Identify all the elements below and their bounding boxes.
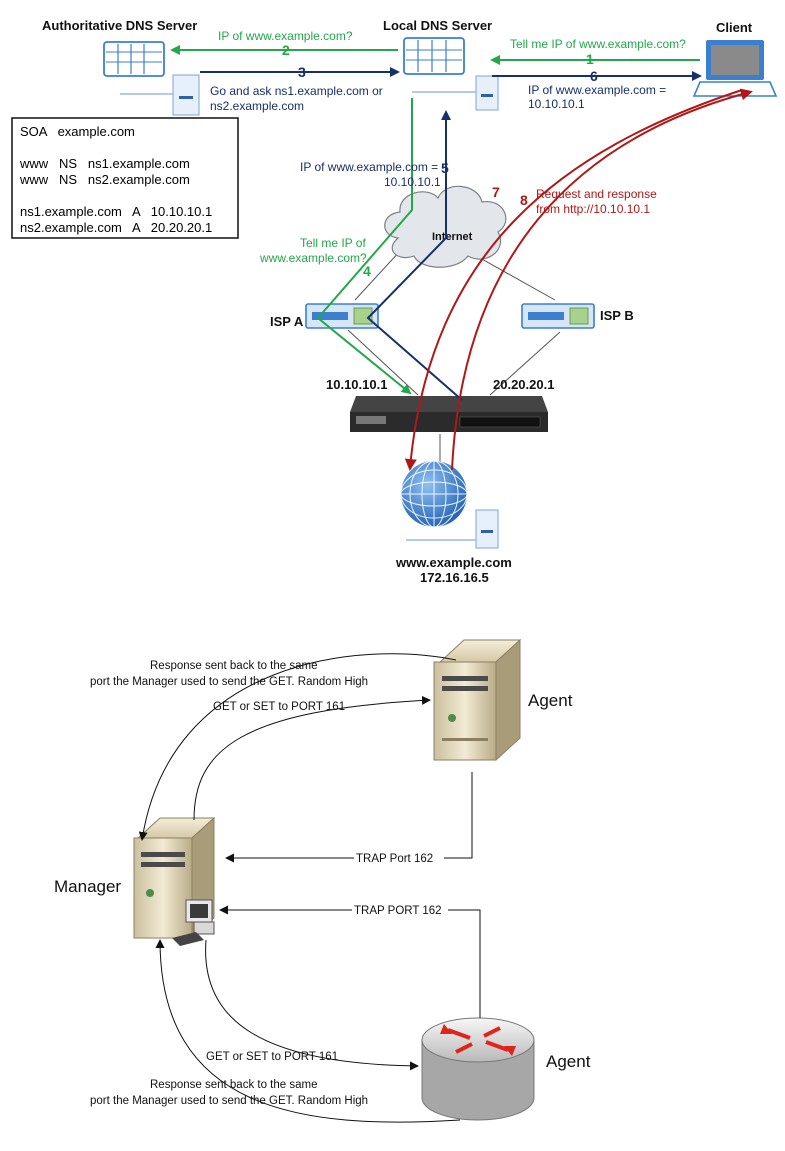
web-server-name: www.example.com: [395, 555, 512, 570]
isp-b-switch-icon: [521, 303, 595, 329]
zone-record-line: www NS ns1.example.com: [19, 156, 190, 171]
response-bottom-line2: port the Manager used to send the GET. R…: [90, 1095, 368, 1107]
trap-bottom-label: TRAP PORT 162: [354, 905, 442, 917]
step7-arrow: [404, 89, 743, 471]
step8-label-line1: Request and response: [536, 187, 657, 201]
step4-arrow: [316, 98, 413, 395]
manager-label: Manager: [54, 877, 121, 896]
web-server-ip: 172.16.16.5: [420, 570, 489, 585]
get-bottom-arrow: [205, 939, 419, 1071]
step7-number: 7: [492, 184, 500, 200]
isp-b-label: ISP B: [600, 308, 634, 323]
client-title: Client: [716, 20, 753, 35]
step5-label-line1: IP of www.example.com =: [300, 160, 438, 174]
zone-record-line: SOA example.com: [20, 124, 135, 139]
ip-a-label: 10.10.10.1: [326, 377, 387, 392]
step8-label-line2: from http://10.10.10.1: [536, 202, 650, 216]
ip-b-label: 20.20.20.1: [493, 377, 554, 392]
step4-label-line2: www.example.com?: [259, 251, 367, 265]
local-dns-title: Local DNS Server: [383, 18, 492, 33]
step1-label: Tell me IP of www.example.com?: [510, 37, 686, 51]
step2-label: IP of www.example.com?: [218, 29, 353, 43]
get-top-arrow: [193, 695, 431, 821]
response-top-line2: port the Manager used to send the GET. R…: [90, 676, 368, 688]
step4-label-line1: Tell me IP of: [300, 236, 366, 250]
trap-top-arrow: [225, 772, 473, 863]
get-top-label: GET or SET to PORT 161: [213, 701, 345, 713]
zone-record-box: [11, 117, 239, 239]
link-balancer-appliance-icon: [350, 396, 548, 432]
isp-a-label: ISP A: [270, 314, 304, 329]
step3-label-line2: ns2.example.com: [210, 99, 304, 113]
local-dns-server-icon: [403, 37, 499, 111]
zone-record-line: ns1.example.com A 10.10.10.1: [20, 204, 212, 219]
response-bottom-arrow: [155, 939, 461, 1123]
step5-label-line2: 10.10.10.1: [384, 175, 441, 189]
agent-server-top-icon: [433, 638, 522, 762]
trap-top-label: TRAP Port 162: [356, 853, 433, 865]
response-bottom-line1: Response sent back to the same: [150, 1079, 318, 1091]
client-laptop-icon: [692, 40, 778, 97]
step3-label-line1: Go and ask ns1.example.com or: [210, 84, 383, 98]
step6-number: 6: [590, 68, 598, 84]
step5-number: 5: [441, 160, 449, 176]
authoritative-dns-server-icon: [103, 41, 200, 116]
zone-record-line: ns2.example.com A 20.20.20.1: [20, 220, 212, 235]
response-top-arrow: [138, 653, 457, 841]
internet-label: Internet: [432, 231, 473, 243]
router-agent-icon: [421, 1017, 535, 1121]
agent-top-label: Agent: [528, 691, 573, 710]
web-server-globe-icon: [400, 460, 499, 549]
step1-number: 1: [586, 51, 594, 67]
step2-number: 2: [282, 42, 290, 58]
step8-arrow: [451, 88, 753, 471]
get-bottom-label: GET or SET to PORT 161: [206, 1051, 338, 1063]
zone-record-line: www NS ns2.example.com: [19, 172, 190, 187]
agent-bottom-label: Agent: [546, 1052, 591, 1071]
response-top-line1: Response sent back to the same: [150, 660, 318, 672]
step6-label-line2: 10.10.10.1: [528, 97, 585, 111]
authoritative-dns-title: Authoritative DNS Server: [42, 18, 197, 33]
step8-number: 8: [520, 192, 528, 208]
step3-number: 3: [298, 64, 306, 80]
workstation-icon: [172, 899, 215, 946]
isp-a-switch-icon: [305, 303, 379, 329]
step6-label-line1: IP of www.example.com =: [528, 83, 666, 97]
step5-arrow: [366, 110, 463, 401]
step4-number: 4: [363, 263, 371, 279]
trap-bottom-arrow: [219, 905, 481, 1018]
